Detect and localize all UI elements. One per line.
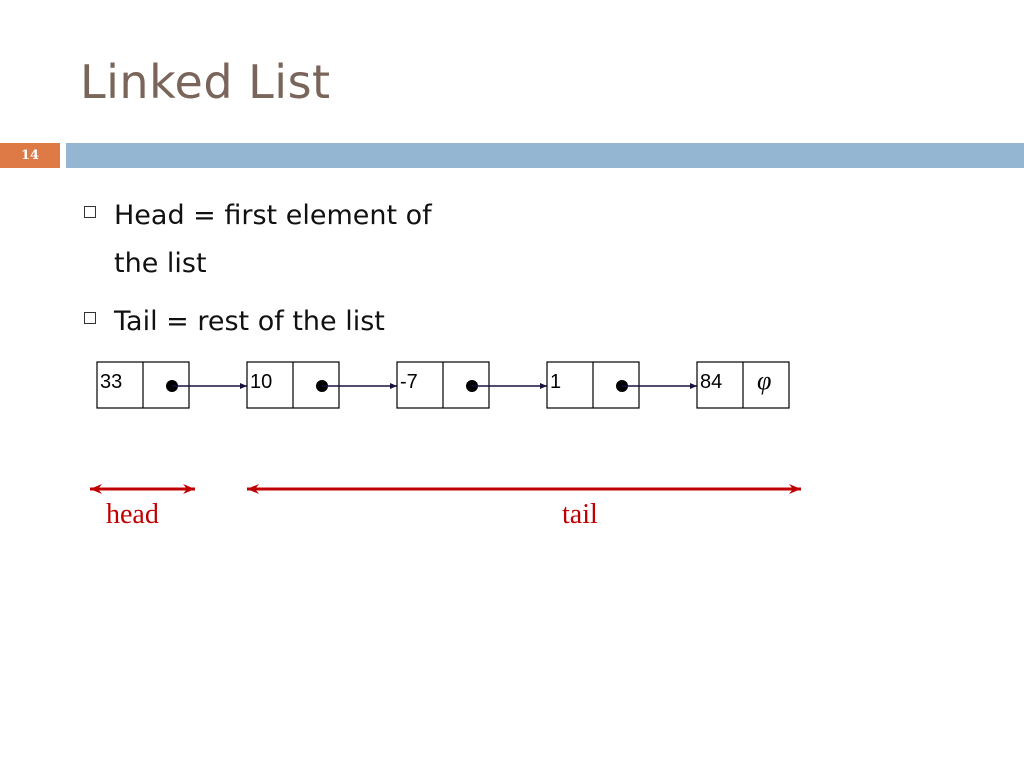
slide-number: 14 xyxy=(0,143,60,168)
node-value: 10 xyxy=(250,371,272,393)
bullet-list: Head = first element of the list Tail = … xyxy=(84,192,524,356)
square-bullet-icon xyxy=(84,312,96,324)
list-nodes: 33 10 -7 1 84 φ xyxy=(96,361,790,409)
bullet-text-head: Head = first element of the list xyxy=(114,200,432,279)
square-bullet-icon xyxy=(84,206,96,218)
bullet-item: Tail = rest of the list xyxy=(84,298,524,346)
node-value: 33 xyxy=(100,371,122,393)
slide-title: Linked List xyxy=(80,55,331,109)
head-label: head xyxy=(106,499,159,530)
bullet-text-tail: Tail = rest of the list xyxy=(114,306,385,337)
node-value: 84 xyxy=(700,371,722,393)
bullet-item: Head = first element of the list xyxy=(84,192,524,288)
tail-label: tail xyxy=(562,499,598,530)
node-value: -7 xyxy=(400,371,418,393)
null-pointer: φ xyxy=(757,366,771,395)
title-bar xyxy=(66,143,1024,168)
node-value: 1 xyxy=(550,371,561,393)
